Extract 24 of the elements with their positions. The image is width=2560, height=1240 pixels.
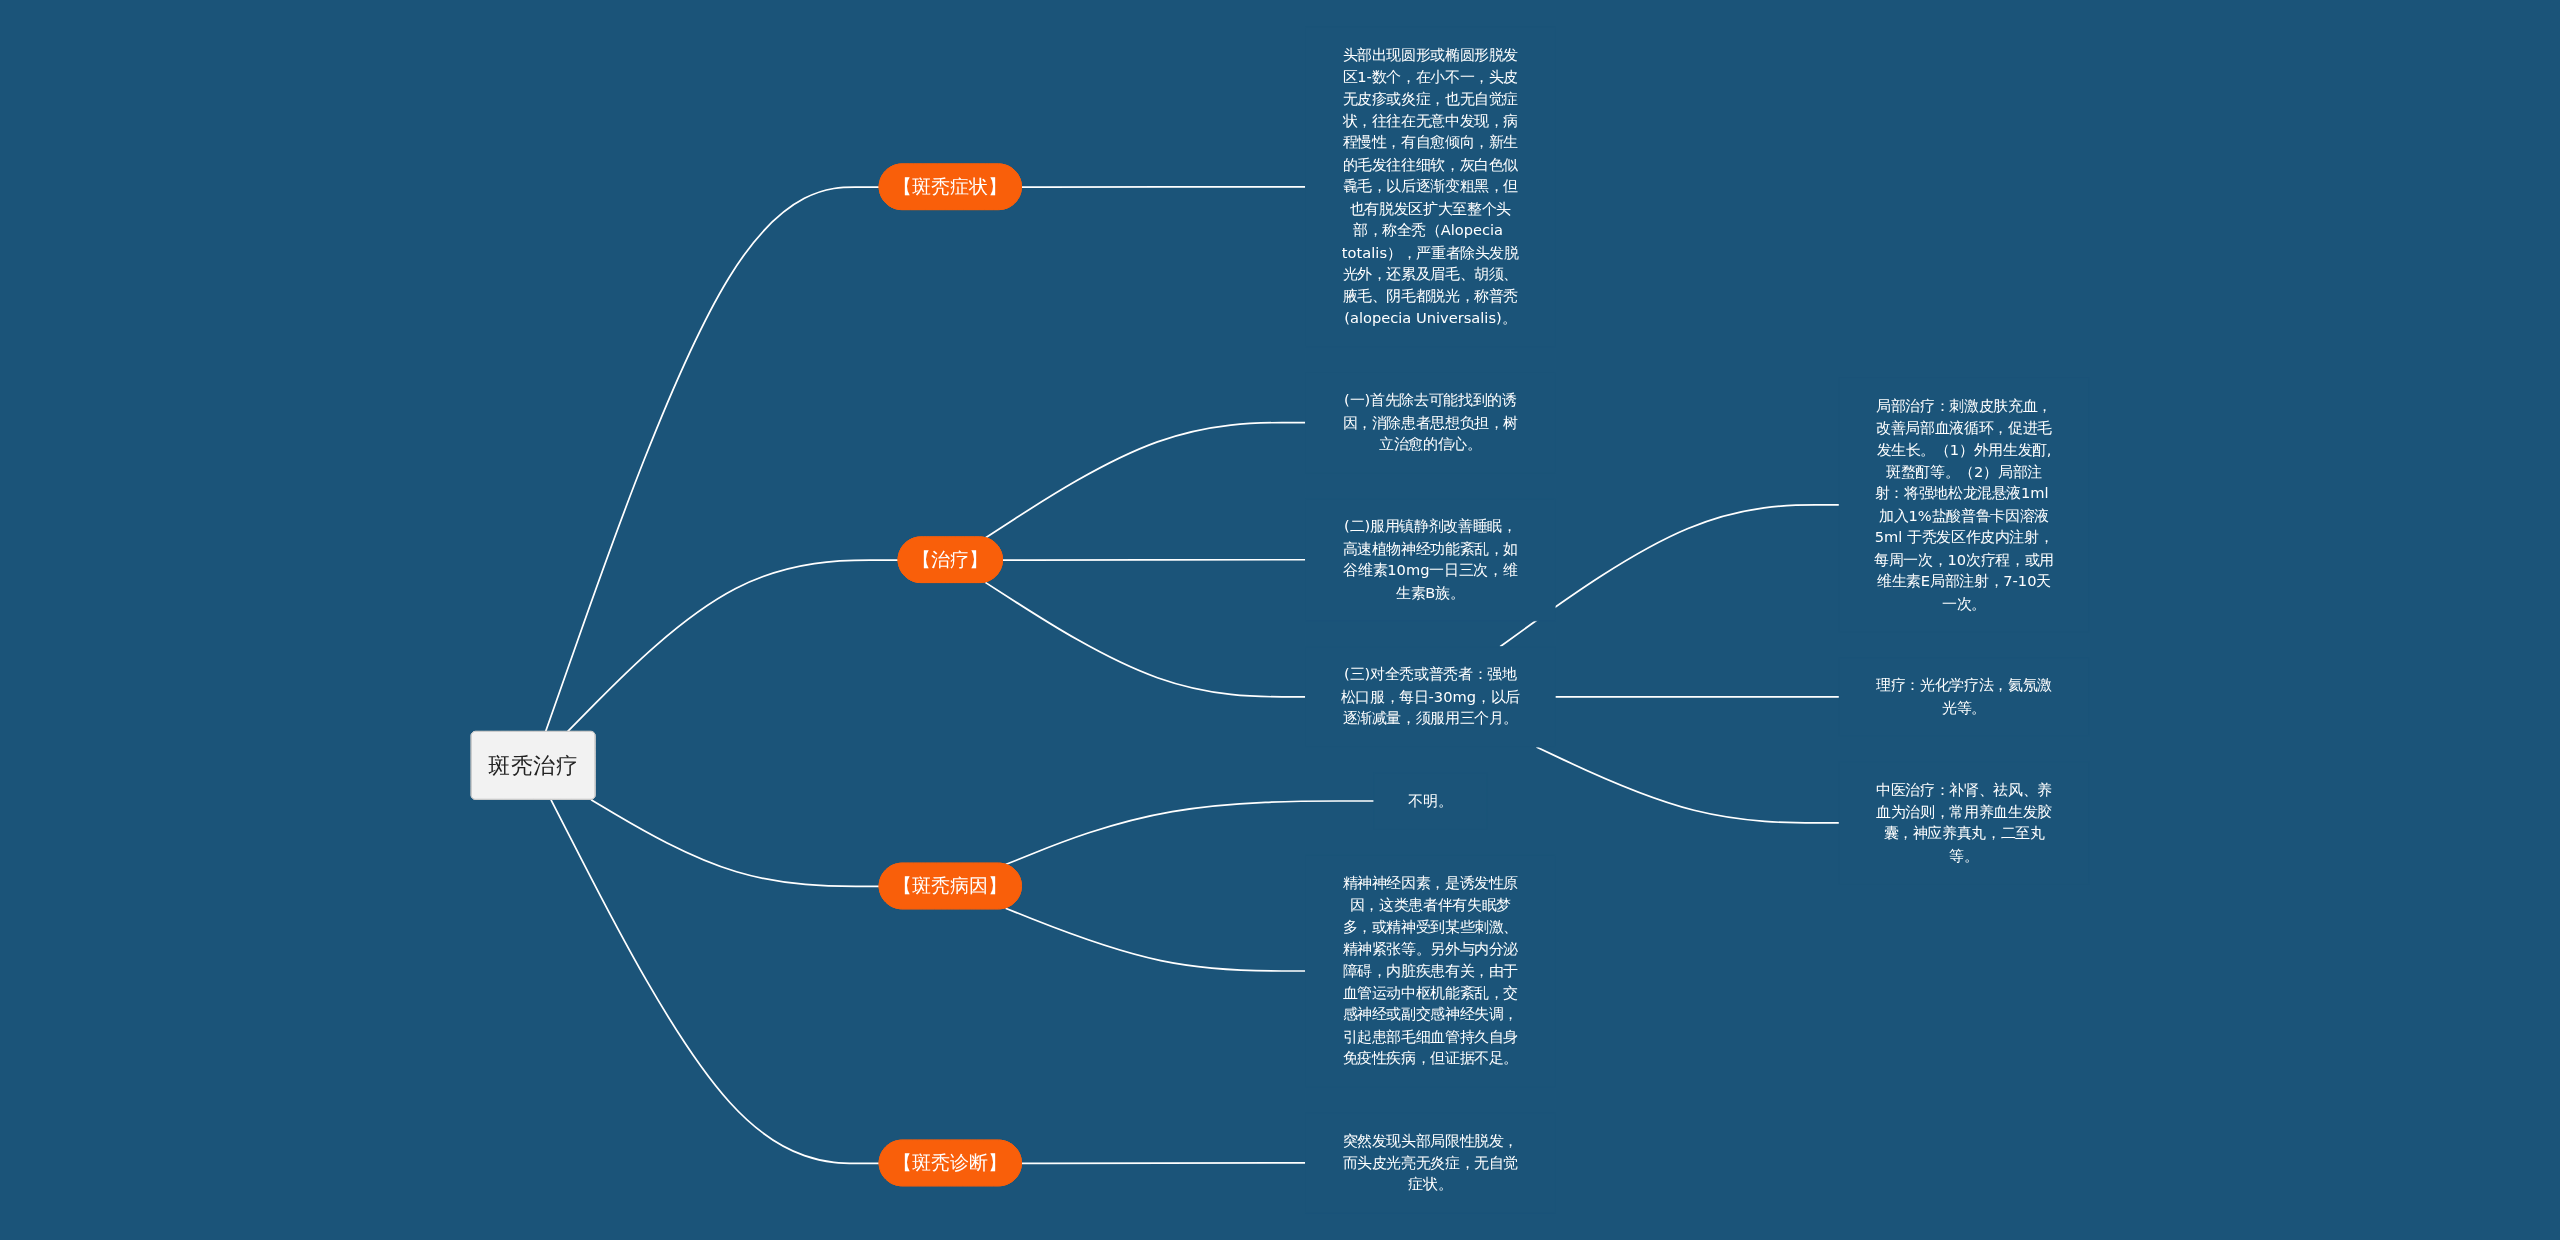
connector — [1002, 558, 1307, 562]
node-text: (三)对全秃或普秃者：强地松口服，每日-30mg，以后逐渐减量，须服用三个月。 — [1340, 665, 1520, 727]
connector — [984, 581, 1307, 698]
node-text: (一)首先除去可能找到的诱因，消除患者思想负担，树立治愈的信心。 — [1342, 391, 1519, 453]
node-text: 不明。 — [1408, 791, 1453, 809]
connector — [550, 798, 881, 1165]
node-text: 精神神经因素，是诱发性原因，这类患者伴有失眠梦多，或精神受到某些刺激、精神紧张等。另外与内分泌障碍，内脏疾患有关，由于血管运动中枢机能紊乱，交感神经或副交感神经失调，引起患部毛细血管持久自身免疫性疾病，但证据不足。 — [1342, 873, 1519, 1067]
connector — [1004, 907, 1307, 972]
node-text: 理疗：光化学疗法，氦氖激光等。 — [1876, 676, 2052, 716]
node-text: 突然发现头部局限性脱发，而头皮光亮无炎症，无自觉症状。 — [1342, 1131, 1519, 1193]
connector — [984, 421, 1307, 539]
connector — [1004, 800, 1375, 866]
node-text: 局部治疗：刺激皮肤充血，改善局部血液循环，促进毛发生长。（1）外用生发酊,斑蝥酊等。（2）局部注射：将强地松龙混悬液1ml 加入1%盐酸普鲁卡因溶液5ml 于秃发区作皮内注射，每周一次，10次疗程，或用维生素E局部注射，7-10天一次。 — [1874, 396, 2054, 612]
node-text: 中医治疗：补肾、祛风、养血为治则，常用养血生发胶囊，神应养真丸，二至丸等。 — [1876, 780, 2052, 864]
connector — [1535, 746, 1841, 824]
connector — [1021, 1162, 1307, 1165]
connector — [590, 798, 881, 888]
connector — [1021, 185, 1307, 189]
node-text: (二)服用镇静剂改善睡眠，高速植物神经功能紊乱，如谷维素10mg一日三次，维生素B族。 — [1342, 517, 1519, 601]
connector — [1554, 695, 1841, 698]
connector — [566, 559, 900, 733]
node-text: 头部出现圆形或椭圆形脱发区1-数个，在小不一，头皮无皮疹或炎症，也无自觉症状，往往在无意中发现，病程慢性，有自愈倾向，新生的毛发往往细软，灰白色似毳毛，以后逐渐变粗黑，但也有脱发区扩大至整个头部，称全秃（Alopecia totalis），严重者除头发脱光外，还累及眉毛、胡须、腋毛、阴毛都脱光，称普秃(alopecia Universalis)。 — [1341, 45, 1519, 327]
connector — [1499, 504, 1841, 648]
connector — [544, 186, 881, 733]
